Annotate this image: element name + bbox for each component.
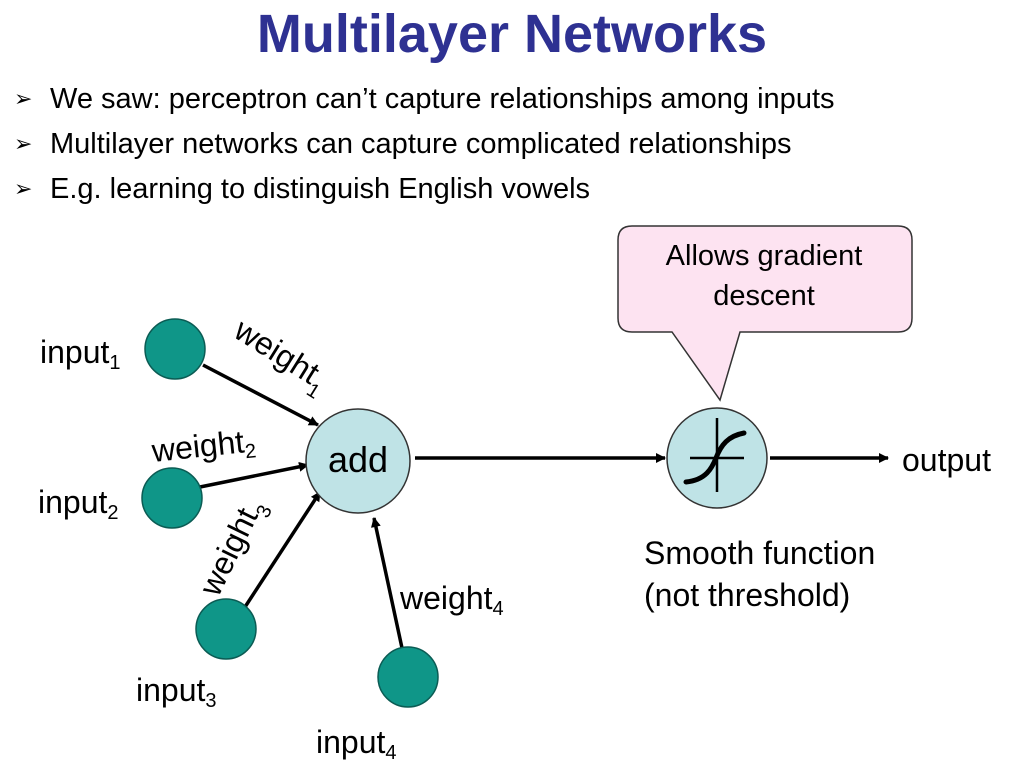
arrow-bullet-icon: ➢ — [14, 176, 33, 201]
edge-input2-to-add — [199, 461, 309, 489]
caption-line: Smooth function — [644, 535, 876, 571]
bullet-text: We saw: perceptron can’t capture relatio… — [50, 83, 835, 115]
input2-label: input2 — [38, 484, 119, 523]
bullet-list: ➢ We saw: perceptron can’t capture relati… — [14, 80, 835, 215]
input-node-1 — [144, 318, 206, 380]
callout-bubble — [617, 225, 913, 402]
edge-input1-to-add — [202, 363, 319, 427]
callout-line: Allows gradient — [665, 240, 863, 272]
input-subscript: 1 — [109, 352, 121, 374]
input-node-2 — [141, 467, 203, 529]
weight-text: weight — [227, 311, 325, 391]
arrow-bullet-icon: ➢ — [14, 86, 33, 111]
input4-label: input4 — [316, 724, 397, 763]
edge-input3-to-add — [243, 491, 322, 608]
input-node-4 — [377, 646, 439, 708]
weight1-label: weight1 — [223, 311, 335, 404]
input-text: input — [40, 334, 110, 370]
smooth-function-caption: Smooth function (not threshold) — [644, 532, 875, 616]
sigmoid-icon — [683, 418, 747, 492]
weight3-label: weight3 — [191, 492, 276, 605]
weight-subscript: 2 — [243, 440, 258, 464]
bullet-item: ➢ E.g. learning to distinguish English vo… — [14, 170, 835, 215]
input-node-3 — [195, 598, 257, 660]
output-label: output — [902, 442, 991, 478]
weight4-label: weight4 — [400, 580, 504, 619]
weight-text: weight — [400, 580, 493, 616]
input1-label: input1 — [40, 334, 121, 373]
bullet-text: E.g. learning to distinguish English vow… — [50, 173, 591, 205]
input-text: input — [38, 484, 108, 520]
bullet-item: ➢ We saw: perceptron can’t capture relati… — [14, 80, 835, 125]
caption-line: (not threshold) — [644, 577, 851, 613]
bullet-item: ➢ Multilayer networks can capture complic… — [14, 125, 835, 170]
weight-subscript: 4 — [492, 598, 504, 620]
input3-label: input3 — [136, 672, 217, 711]
weight-text: weight — [191, 502, 264, 602]
callout-text: Allows gradient descent — [628, 236, 900, 316]
adder-node — [305, 408, 411, 514]
bullet-text: Multilayer networks can capture complica… — [50, 128, 792, 160]
edge-input4-to-add — [371, 517, 404, 649]
input-text: input — [136, 672, 206, 708]
input-text: input — [316, 724, 386, 760]
adder-label: add — [328, 439, 388, 480]
slide-title: Multilayer Networks — [256, 4, 768, 64]
input-subscript: 3 — [205, 690, 217, 712]
input-subscript: 4 — [385, 742, 397, 764]
input-subscript: 2 — [107, 502, 119, 524]
arrow-bullet-icon: ➢ — [14, 131, 33, 156]
callout-line: descent — [713, 280, 815, 312]
